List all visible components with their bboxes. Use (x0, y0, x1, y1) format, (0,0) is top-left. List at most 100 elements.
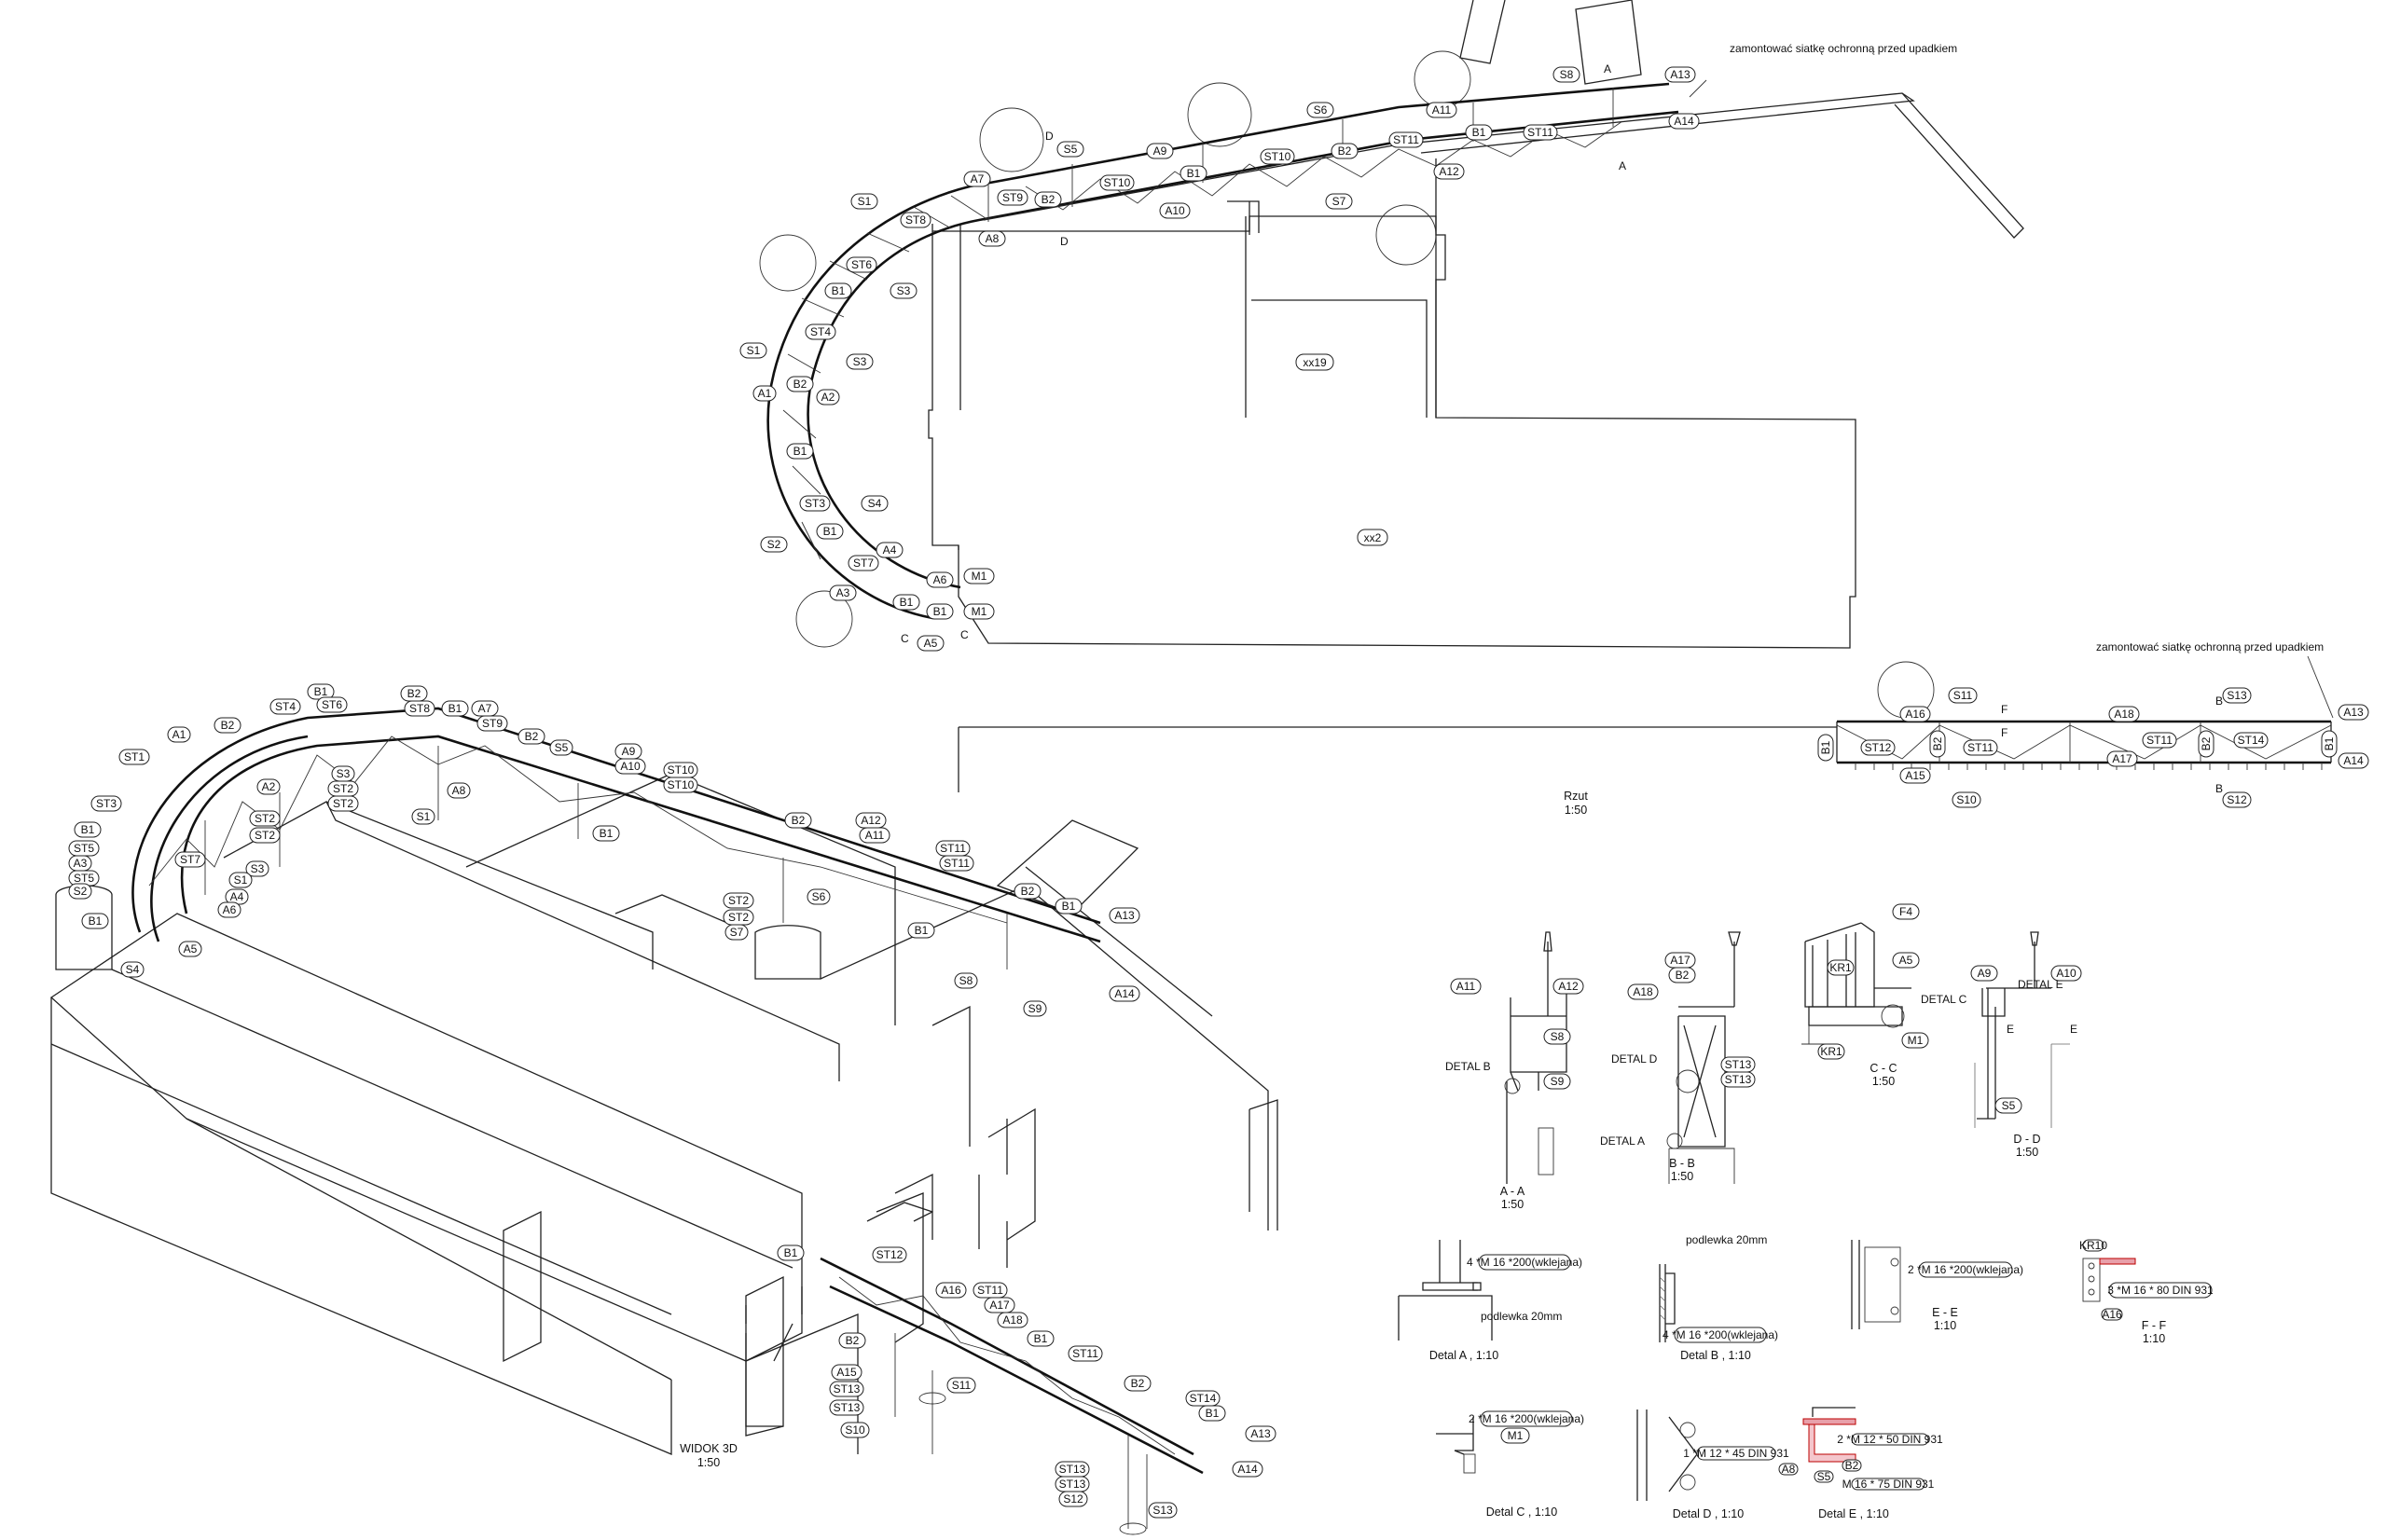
cc-tag-a5: A5 (1892, 952, 1920, 969)
t3-st2-b: ST2 (249, 827, 281, 844)
svg-text:A5: A5 (924, 637, 938, 650)
svg-text:S10: S10 (1956, 793, 1977, 806)
t3-st2-c: ST2 (327, 780, 359, 797)
t3-a1: A1 (167, 726, 191, 743)
svg-text:S12: S12 (2227, 793, 2247, 806)
svg-text:B1: B1 (900, 596, 914, 609)
tag-b2-a: B2 (786, 376, 814, 392)
svg-text:A5: A5 (1899, 954, 1913, 967)
svg-text:A10: A10 (2056, 967, 2077, 980)
tag-a13-r: A13 (2338, 704, 2369, 721)
tag-st3: ST3 (799, 495, 831, 512)
tag-m1-a: M1 (963, 568, 995, 584)
svg-text:A2: A2 (262, 780, 276, 793)
svg-text:A5: A5 (184, 942, 198, 956)
svg-text:ST4: ST4 (810, 325, 831, 338)
svg-text:ST10: ST10 (668, 778, 695, 791)
tag-a8: A8 (978, 230, 1006, 247)
svg-text:4 *M 16 *200(wklejana): 4 *M 16 *200(wklejana) (1467, 1256, 1582, 1269)
tag-a6: A6 (926, 571, 954, 588)
t3-s1b: S1 (411, 808, 435, 825)
tag-a2: A2 (816, 389, 840, 406)
t3-b1-4: B1 (441, 700, 469, 717)
svg-text:ST14: ST14 (2238, 734, 2265, 747)
svg-text:A16: A16 (941, 1284, 961, 1297)
t3-st4: ST4 (269, 698, 301, 715)
svg-text:ST13: ST13 (1059, 1463, 1086, 1476)
t3-a15: A15 (831, 1364, 862, 1381)
svg-text:ST10: ST10 (1104, 176, 1131, 189)
t3-b1-1: B1 (307, 683, 335, 700)
ff-bolt-tag: 3 *M 16 * 80 DIN 931 (2107, 1282, 2214, 1299)
t3-st5-a: ST5 (68, 840, 100, 857)
t3-st2-e: ST2 (723, 892, 754, 909)
svg-text:2 *M 12 * 50 DIN 931: 2 *M 12 * 50 DIN 931 (1837, 1433, 1943, 1446)
svg-text:1:50: 1:50 (1872, 1075, 1895, 1088)
svg-text:B1: B1 (448, 702, 462, 715)
tag-a12: A12 (1433, 163, 1465, 180)
t3-a14b: A14 (1232, 1461, 1263, 1478)
bb-tag-a17: A17 (1664, 952, 1696, 969)
tag-s3-b: S3 (846, 353, 874, 370)
tag-st11-b: ST11 (1388, 131, 1424, 148)
svg-text:ST7: ST7 (180, 853, 200, 866)
t3-b2-2: B2 (400, 685, 428, 702)
svg-text:B2: B2 (525, 730, 539, 743)
svg-text:KR10: KR10 (2079, 1239, 2107, 1252)
svg-text:A18: A18 (2114, 708, 2134, 721)
svg-text:A11: A11 (865, 829, 885, 842)
svg-text:ST12: ST12 (876, 1248, 904, 1261)
svg-text:B1: B1 (89, 914, 103, 928)
svg-text:S8: S8 (959, 974, 973, 987)
svg-text:M 16 * 75 DIN 931: M 16 * 75 DIN 931 (1842, 1478, 1935, 1491)
tag-s1-a: S1 (850, 193, 878, 210)
svg-text:B1: B1 (793, 445, 807, 458)
svg-text:ST11: ST11 (1967, 741, 1994, 754)
svg-text:C: C (960, 628, 969, 641)
t3-a17: A17 (984, 1297, 1015, 1313)
svg-text:ST2: ST2 (333, 797, 353, 810)
svg-text:B2: B2 (792, 814, 806, 827)
tag-a16: A16 (1899, 706, 1931, 722)
svg-text:DETAL B: DETAL B (1445, 1060, 1491, 1073)
t3-st8: ST8 (404, 700, 435, 717)
svg-text:A14: A14 (1114, 987, 1135, 1000)
svg-text:A11: A11 (1432, 103, 1452, 117)
svg-text:1:50: 1:50 (1501, 1198, 1524, 1211)
dd-tag-s5: S5 (1994, 1097, 2022, 1114)
svg-text:B1: B1 (784, 1246, 798, 1259)
svg-text:A10: A10 (620, 760, 641, 773)
t3-b2-4: B2 (784, 812, 812, 829)
svg-text:A18: A18 (1633, 985, 1653, 998)
svg-text:A1: A1 (758, 387, 772, 400)
svg-text:S5: S5 (1064, 143, 1078, 156)
t3-s3: S3 (245, 860, 269, 877)
tag-b2-b: B2 (1331, 143, 1359, 159)
plan-view: zamontować siatkę ochronną przed upadkie… (739, 0, 2369, 817)
t3-b1-2: B1 (74, 821, 102, 838)
svg-text:S9: S9 (1551, 1075, 1565, 1088)
tag-b1-d: B1 (892, 594, 920, 611)
svg-text:B2: B2 (1931, 736, 1944, 750)
t3-a6: A6 (217, 901, 241, 918)
svg-text:B1: B1 (1187, 167, 1201, 180)
svg-text:ST4: ST4 (275, 700, 296, 713)
bb-tag-st13a: ST13 (1720, 1056, 1756, 1073)
tag-s13: S13 (2222, 687, 2252, 704)
room-label-xx2: xx2 (1357, 529, 1388, 546)
t3-s10: S10 (840, 1422, 870, 1438)
aa-tag-a12: A12 (1552, 978, 1584, 995)
svg-text:DETAL A: DETAL A (1600, 1134, 1645, 1148)
t3-st12: ST12 (872, 1246, 907, 1263)
truss-3d (131, 707, 1204, 1535)
svg-text:ST11: ST11 (944, 857, 970, 870)
svg-text:ST13: ST13 (834, 1382, 861, 1396)
t3-a16: A16 (935, 1282, 967, 1299)
svg-text:S5: S5 (555, 741, 569, 754)
svg-text:ST11: ST11 (2146, 734, 2173, 747)
svg-text:B2: B2 (846, 1334, 860, 1347)
svg-text:KR1: KR1 (1820, 1045, 1842, 1058)
t3-b1-8: B1 (777, 1244, 805, 1261)
tag-st9: ST9 (997, 189, 1028, 206)
tag-a14: A14 (1668, 113, 1700, 130)
